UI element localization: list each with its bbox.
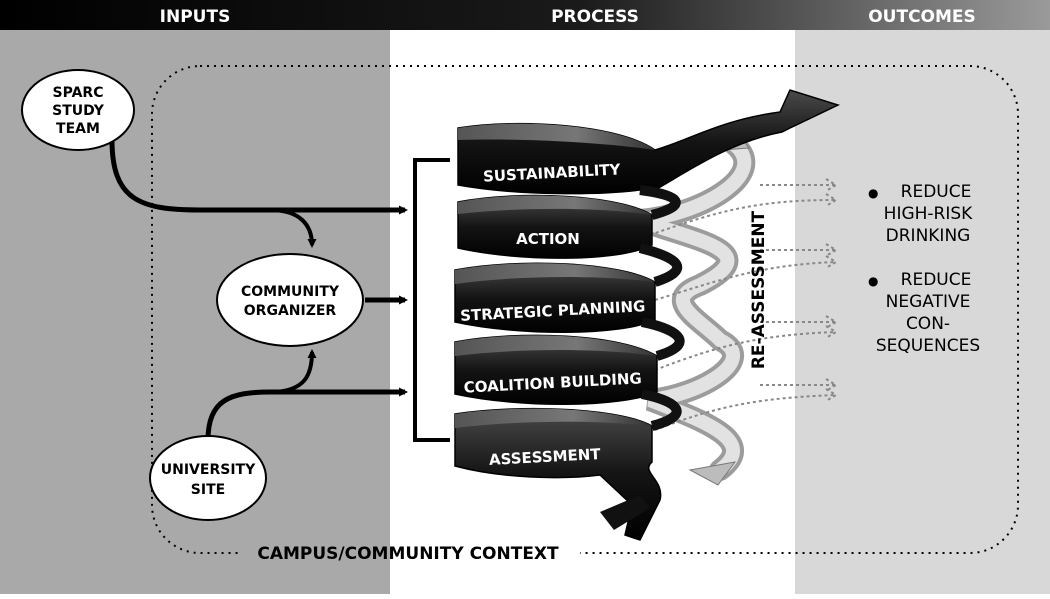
outcome-2-line-1: REDUCE bbox=[901, 270, 972, 290]
reassessment-label: RE-ASSESSMENT bbox=[749, 210, 769, 369]
ribbon-sustainability-top bbox=[458, 123, 655, 150]
header-bar bbox=[0, 0, 1050, 30]
ribbon-curl-2 bbox=[638, 243, 683, 287]
ribbon-curl-1 bbox=[639, 185, 681, 220]
context-label: CAMPUS/COMMUNITY CONTEXT bbox=[257, 544, 559, 564]
university-line-1: UNIVERSITY bbox=[161, 462, 256, 478]
sparc-study-team-node: SPARC STUDY TEAM bbox=[21, 69, 135, 151]
outcome-1-line-2: HIGH-RISK bbox=[884, 204, 974, 224]
community-organizer-node: COMMUNITY ORGANIZER bbox=[216, 253, 364, 347]
sparc-to-process-arrow bbox=[109, 139, 408, 215]
outcome-2-line-4: SEQUENCES bbox=[876, 336, 980, 356]
ribbon-action-top bbox=[458, 195, 652, 215]
outcome-1-line-3: DRINKING bbox=[886, 226, 971, 246]
outcome-arrows bbox=[649, 178, 838, 431]
sparc-line-1: SPARC bbox=[53, 85, 104, 101]
context-label-bg-right bbox=[390, 540, 580, 566]
header-outcomes: OUTCOMES bbox=[868, 7, 976, 27]
stage-assessment: ASSESSMENT bbox=[489, 445, 602, 469]
outcomes-panel bbox=[795, 0, 1050, 594]
sparc-to-organizer-arrow bbox=[269, 208, 317, 248]
outcome-1-bullet: ● bbox=[868, 186, 878, 200]
outcome-2-line-3: CON- bbox=[906, 314, 950, 334]
header-inputs: INPUTS bbox=[160, 7, 231, 27]
university-to-organizer-arrow bbox=[269, 349, 317, 394]
outcomes-list: ● REDUCE HIGH-RISK DRINKING ● REDUCE NEG… bbox=[868, 182, 980, 356]
university-line-2: SITE bbox=[191, 482, 225, 498]
sparc-line-2: STUDY bbox=[52, 103, 105, 119]
ribbon-action bbox=[457, 194, 653, 259]
sparc-line-3: TEAM bbox=[56, 121, 100, 137]
stage-action: ACTION bbox=[516, 230, 580, 248]
organizer-line-2: ORGANIZER bbox=[244, 303, 337, 319]
outcome-2-line-2: NEGATIVE bbox=[886, 292, 971, 312]
process-spiral: SUSTAINABILITY ACTION STRATEGIC PLANNING… bbox=[454, 89, 841, 541]
process-bracket bbox=[413, 158, 450, 442]
assessment-entry-arrow bbox=[600, 495, 650, 530]
ribbon-coalition-top bbox=[455, 335, 657, 356]
organizer-line-1: COMMUNITY bbox=[241, 284, 340, 300]
ribbon-curl-4 bbox=[640, 389, 682, 431]
ribbon-strategic-top bbox=[455, 263, 655, 284]
ribbon-curl-3 bbox=[640, 317, 685, 361]
ribbon-coalition bbox=[454, 334, 658, 406]
context-boundary bbox=[151, 65, 1019, 554]
outcome-2-bullet: ● bbox=[868, 274, 878, 288]
header-process: PROCESS bbox=[551, 7, 639, 27]
ribbon-assessment-top bbox=[455, 408, 652, 428]
university-to-process-arrow bbox=[205, 387, 408, 441]
outcome-1-line-1: REDUCE bbox=[901, 182, 972, 202]
reassessment-arrow-tail bbox=[688, 461, 737, 486]
university-site-node: UNIVERSITY SITE bbox=[149, 435, 267, 521]
